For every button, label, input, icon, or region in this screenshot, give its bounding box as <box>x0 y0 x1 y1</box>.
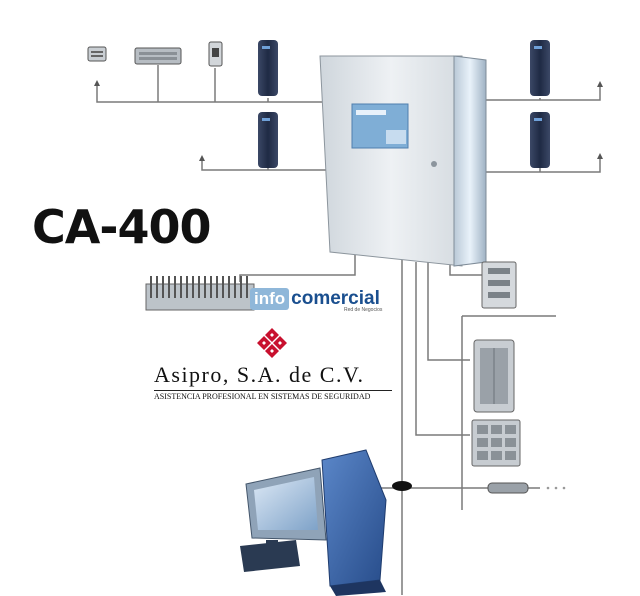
relay-pin <box>180 276 182 298</box>
keypad-grid-icon <box>471 419 521 467</box>
relay-pin <box>228 276 230 298</box>
relay-pin <box>234 276 236 298</box>
alarm-panel-icon <box>473 339 515 413</box>
relay-pin <box>198 276 200 298</box>
card-reader-icon <box>258 112 278 168</box>
relay-board-icon <box>145 276 255 311</box>
door-switch-icon <box>208 41 223 67</box>
dotted-extension <box>546 486 566 490</box>
wiring <box>96 65 601 595</box>
computer-icon <box>240 449 387 596</box>
relay-pin <box>150 276 152 298</box>
relay-pin <box>210 276 212 298</box>
relay-pin <box>156 276 158 298</box>
relay-pin <box>186 276 188 298</box>
relay-pin <box>168 276 170 298</box>
relay-pin <box>222 276 224 298</box>
watermark-logo: info comercial <box>250 287 380 311</box>
relay-pin <box>216 276 218 298</box>
keypad-icon <box>87 46 107 62</box>
relay-pin <box>240 276 242 298</box>
network-cable-icon <box>392 481 529 494</box>
card-reader-icon <box>258 40 278 96</box>
relay-pin <box>174 276 176 298</box>
relay-pin <box>204 276 206 298</box>
card-reader-icon <box>530 112 550 168</box>
watermark-info: info <box>250 288 290 310</box>
watermark-tagline: Red de Negocios <box>344 307 383 313</box>
relay-pin <box>192 276 194 298</box>
company-divider <box>154 390 392 391</box>
asipro-logo-icon <box>257 328 287 358</box>
relay-pin <box>162 276 164 298</box>
diagram-title: CA-400 <box>32 200 211 254</box>
relay-pin <box>246 276 248 298</box>
watermark-comercial: comercial <box>291 288 380 309</box>
keyboard-icon <box>134 47 182 65</box>
card-reader-icon <box>530 40 550 96</box>
company-name: Asipro, S.A. de C.V. <box>154 362 365 387</box>
control-panel-icon <box>319 55 487 267</box>
company-subtitle: ASISTENCIA PROFESIONAL EN SISTEMAS DE SE… <box>154 392 371 401</box>
terminal-arrows <box>94 80 603 161</box>
io-module-icon <box>481 261 517 309</box>
